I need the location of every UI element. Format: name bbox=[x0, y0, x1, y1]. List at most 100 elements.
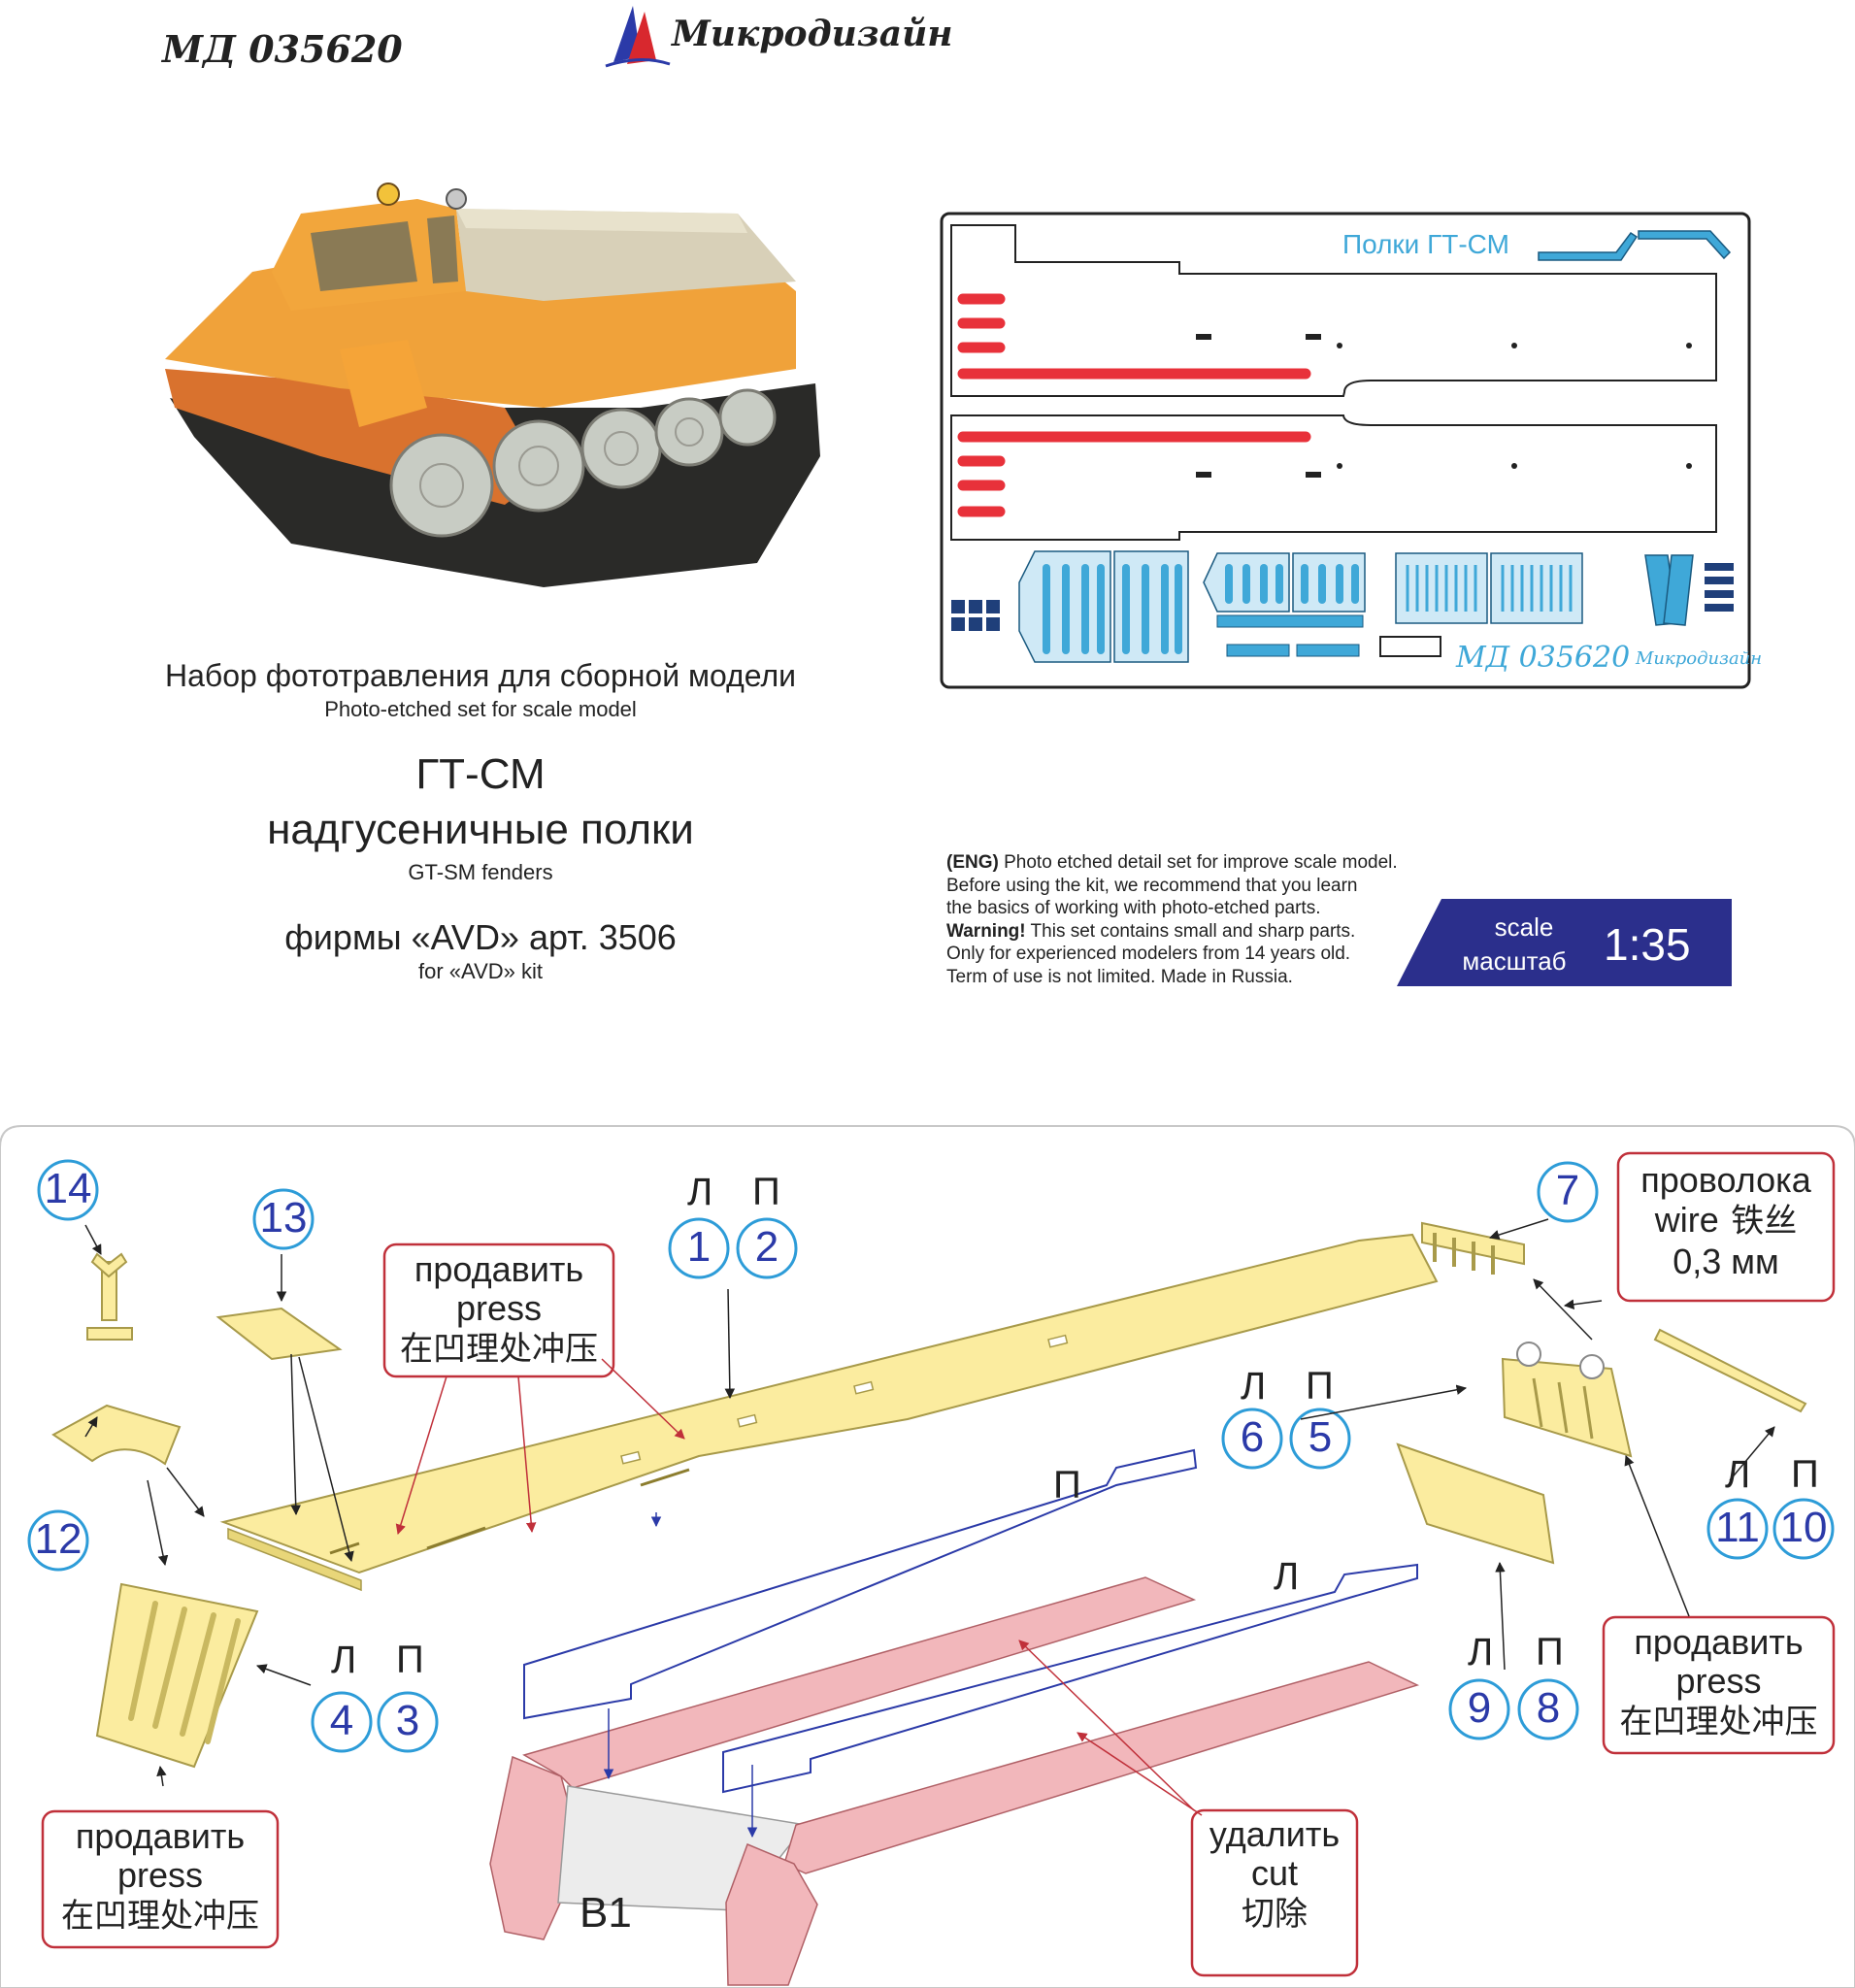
press-cn-1: 在凹理处冲压 bbox=[400, 1330, 598, 1369]
notes-line-2: Before using the kit, we recommend that … bbox=[946, 875, 1358, 896]
callout-press-2: продавить press 在凹理处冲压 bbox=[1604, 1623, 1834, 1743]
usage-notes: (ENG) Photo etched detail set for improv… bbox=[946, 851, 1451, 988]
number-circle-7 bbox=[1537, 1161, 1599, 1223]
number-circle-1 bbox=[668, 1217, 730, 1279]
photo-etched-fret-drawing bbox=[940, 212, 1751, 689]
model-name-ru-1: ГТ-СМ bbox=[415, 750, 546, 798]
callout-arrows bbox=[395, 1358, 1203, 1816]
fender-part-1-2 bbox=[219, 1233, 1439, 1592]
number-circle-12 bbox=[27, 1509, 89, 1572]
part-13 bbox=[215, 1307, 343, 1361]
strip-part-10-11 bbox=[1653, 1328, 1807, 1413]
kit-ref-ru: фирмы «AVD» арт. 3506 bbox=[284, 917, 677, 957]
cut-en: cut bbox=[1250, 1853, 1299, 1893]
number-circle-9 bbox=[1448, 1678, 1510, 1740]
notes-line-4: This set contains small and sharp parts. bbox=[1025, 920, 1356, 942]
callout-box-press-2 bbox=[1602, 1615, 1836, 1755]
part-number-8: 8 bbox=[1536, 1684, 1561, 1732]
notes-line-5: Only for experienced modelers from 14 ye… bbox=[946, 944, 1351, 964]
brand-logo-icon bbox=[605, 6, 671, 68]
press-cn-3: 在凹理处冲压 bbox=[61, 1897, 259, 1936]
brand-name: Микродизайн bbox=[672, 14, 953, 54]
side-right-8: П bbox=[1536, 1631, 1564, 1673]
set-title-en: Photo-etched set for scale model bbox=[324, 697, 637, 721]
assembly-arrows bbox=[84, 1218, 1775, 1787]
part-number-4: 4 bbox=[329, 1697, 354, 1744]
callout-cut: удалить cut 切除 bbox=[1192, 1815, 1357, 1936]
part-number-14: 14 bbox=[44, 1165, 92, 1212]
side-left-4: Л bbox=[331, 1639, 357, 1681]
wire-cn: 铁丝 bbox=[1731, 1202, 1798, 1241]
part-number-5: 5 bbox=[1308, 1413, 1333, 1461]
wire-size: 0,3 мм bbox=[1673, 1242, 1779, 1281]
callout-box-cut bbox=[1190, 1808, 1359, 1977]
part-number-12: 12 bbox=[34, 1515, 83, 1563]
wire-en: wire bbox=[1654, 1200, 1719, 1240]
blue-arrows bbox=[603, 1512, 758, 1839]
number-circle-8 bbox=[1517, 1678, 1579, 1740]
part-number-13: 13 bbox=[259, 1194, 308, 1242]
part-number-7: 7 bbox=[1555, 1167, 1580, 1214]
set-title-ru: Набор фототравления для сборной модели bbox=[164, 658, 797, 693]
fret-brand: Микродизайн bbox=[1636, 648, 1763, 669]
part-14 bbox=[86, 1252, 133, 1341]
side-left-11: Л bbox=[1725, 1453, 1751, 1496]
scale-badge bbox=[1397, 899, 1732, 986]
number-circle-10 bbox=[1772, 1498, 1835, 1560]
press-en-2: press bbox=[1675, 1661, 1762, 1701]
scale-label-ru: масштаб bbox=[1462, 946, 1567, 976]
fret-code: МД 035620 bbox=[1456, 641, 1631, 675]
number-circle-3 bbox=[377, 1691, 439, 1753]
press-ru-1: продавить bbox=[414, 1249, 584, 1289]
part-number-3: 3 bbox=[395, 1697, 420, 1744]
press-ru-2: продавить bbox=[1634, 1622, 1804, 1662]
notes-line-6: Term of use is not limited. Made in Russ… bbox=[946, 966, 1293, 987]
wire-ru: проволока bbox=[1640, 1160, 1811, 1200]
part-number-2: 2 bbox=[754, 1223, 779, 1271]
warning-label: Warning! bbox=[946, 920, 1026, 942]
callout-press-3: продавить press 在凹理处冲压 bbox=[43, 1817, 278, 1938]
callout-box-press-1 bbox=[382, 1242, 615, 1378]
side-left-1: Л bbox=[687, 1171, 713, 1213]
number-circle-6 bbox=[1221, 1408, 1283, 1470]
kit-ref-en: for «AVD» kit bbox=[418, 959, 543, 983]
callout-press-1: продавить press 在凹理处冲压 bbox=[384, 1250, 613, 1371]
panel-part-3-4 bbox=[95, 1582, 259, 1769]
press-en-3: press bbox=[116, 1855, 204, 1895]
plate-part-8-9 bbox=[1396, 1442, 1555, 1565]
callout-box-press-3 bbox=[41, 1809, 280, 1949]
number-circle-13 bbox=[252, 1188, 315, 1250]
model-name-ru-2: надгусеничные полки bbox=[267, 806, 694, 853]
side-left-9: Л bbox=[1468, 1631, 1494, 1673]
number-circle-14 bbox=[37, 1159, 99, 1221]
kit-fender-outline-right bbox=[523, 1448, 1198, 1720]
callout-wire: проволока wire 铁丝 0,3 мм bbox=[1618, 1161, 1834, 1281]
part-number-10: 10 bbox=[1779, 1504, 1828, 1551]
notes-line-3: the basics of working with photo-etched … bbox=[946, 898, 1321, 918]
number-circle-4 bbox=[311, 1691, 373, 1753]
fret-title: Полки ГТ-СМ bbox=[1342, 229, 1509, 259]
notes-line-1: Photo etched detail set for improve scal… bbox=[998, 852, 1398, 873]
end-plate-part-5-6 bbox=[1501, 1342, 1633, 1458]
side-right-10: П bbox=[1791, 1453, 1819, 1496]
model-name-en: GT-SM fenders bbox=[408, 860, 553, 884]
press-en-1: press bbox=[455, 1288, 543, 1328]
side-right-3: П bbox=[396, 1639, 424, 1681]
side-right-2: П bbox=[752, 1171, 780, 1213]
part-number-9: 9 bbox=[1467, 1684, 1492, 1732]
part-number-6: 6 bbox=[1240, 1413, 1265, 1461]
notes-tag: (ENG) bbox=[946, 852, 999, 873]
callout-box-wire bbox=[1616, 1151, 1836, 1303]
press-ru-3: продавить bbox=[75, 1816, 246, 1856]
cut-ru: удалить bbox=[1209, 1814, 1341, 1854]
side-right-5: П bbox=[1306, 1365, 1334, 1408]
product-code: МД 035620 bbox=[162, 27, 403, 71]
number-circle-2 bbox=[736, 1217, 798, 1279]
press-cn-2: 在凹理处冲压 bbox=[1619, 1703, 1818, 1741]
number-circle-11 bbox=[1706, 1498, 1769, 1560]
vehicle-photo bbox=[165, 182, 820, 587]
step-label: B1 bbox=[580, 1889, 632, 1937]
kit-fender-outline-left bbox=[722, 1563, 1418, 1794]
part-number-11: 11 bbox=[1715, 1504, 1760, 1551]
